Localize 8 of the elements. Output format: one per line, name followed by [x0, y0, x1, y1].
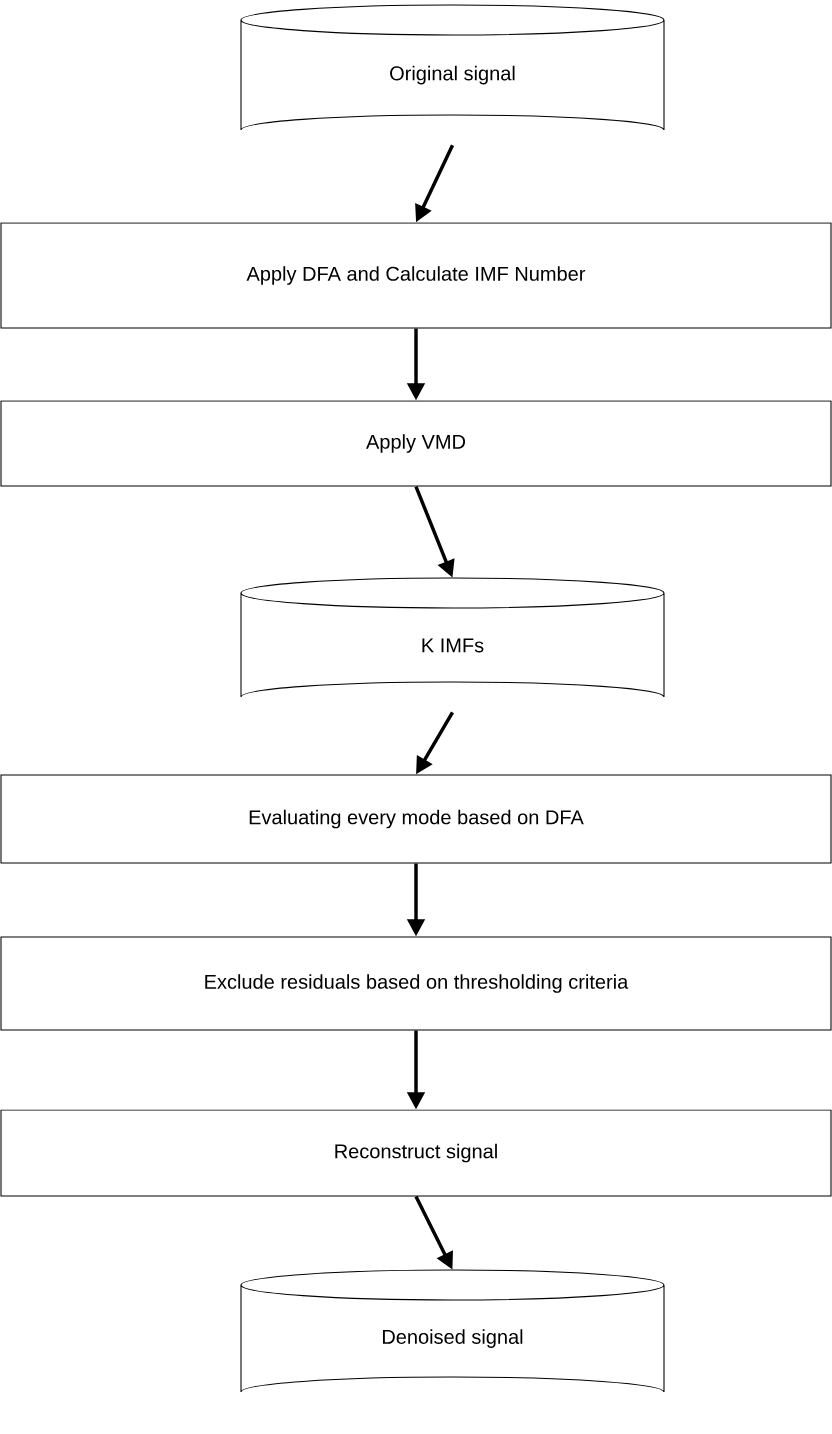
process-box: Evaluating every mode based on DFA	[0, 774, 832, 864]
storage-cylinder: Original signal	[240, 4, 665, 131]
storage-cylinder: Denoised signal	[240, 1269, 665, 1393]
process-box: Exclude residuals based on thresholding criteria	[0, 936, 832, 1031]
storage-cylinder: K IMFs	[240, 577, 665, 698]
process-box: Apply DFA and Calculate IMF Number	[0, 222, 832, 329]
process-box: Apply VMD	[0, 400, 832, 487]
process-box: Reconstruct signal	[0, 1109, 832, 1197]
